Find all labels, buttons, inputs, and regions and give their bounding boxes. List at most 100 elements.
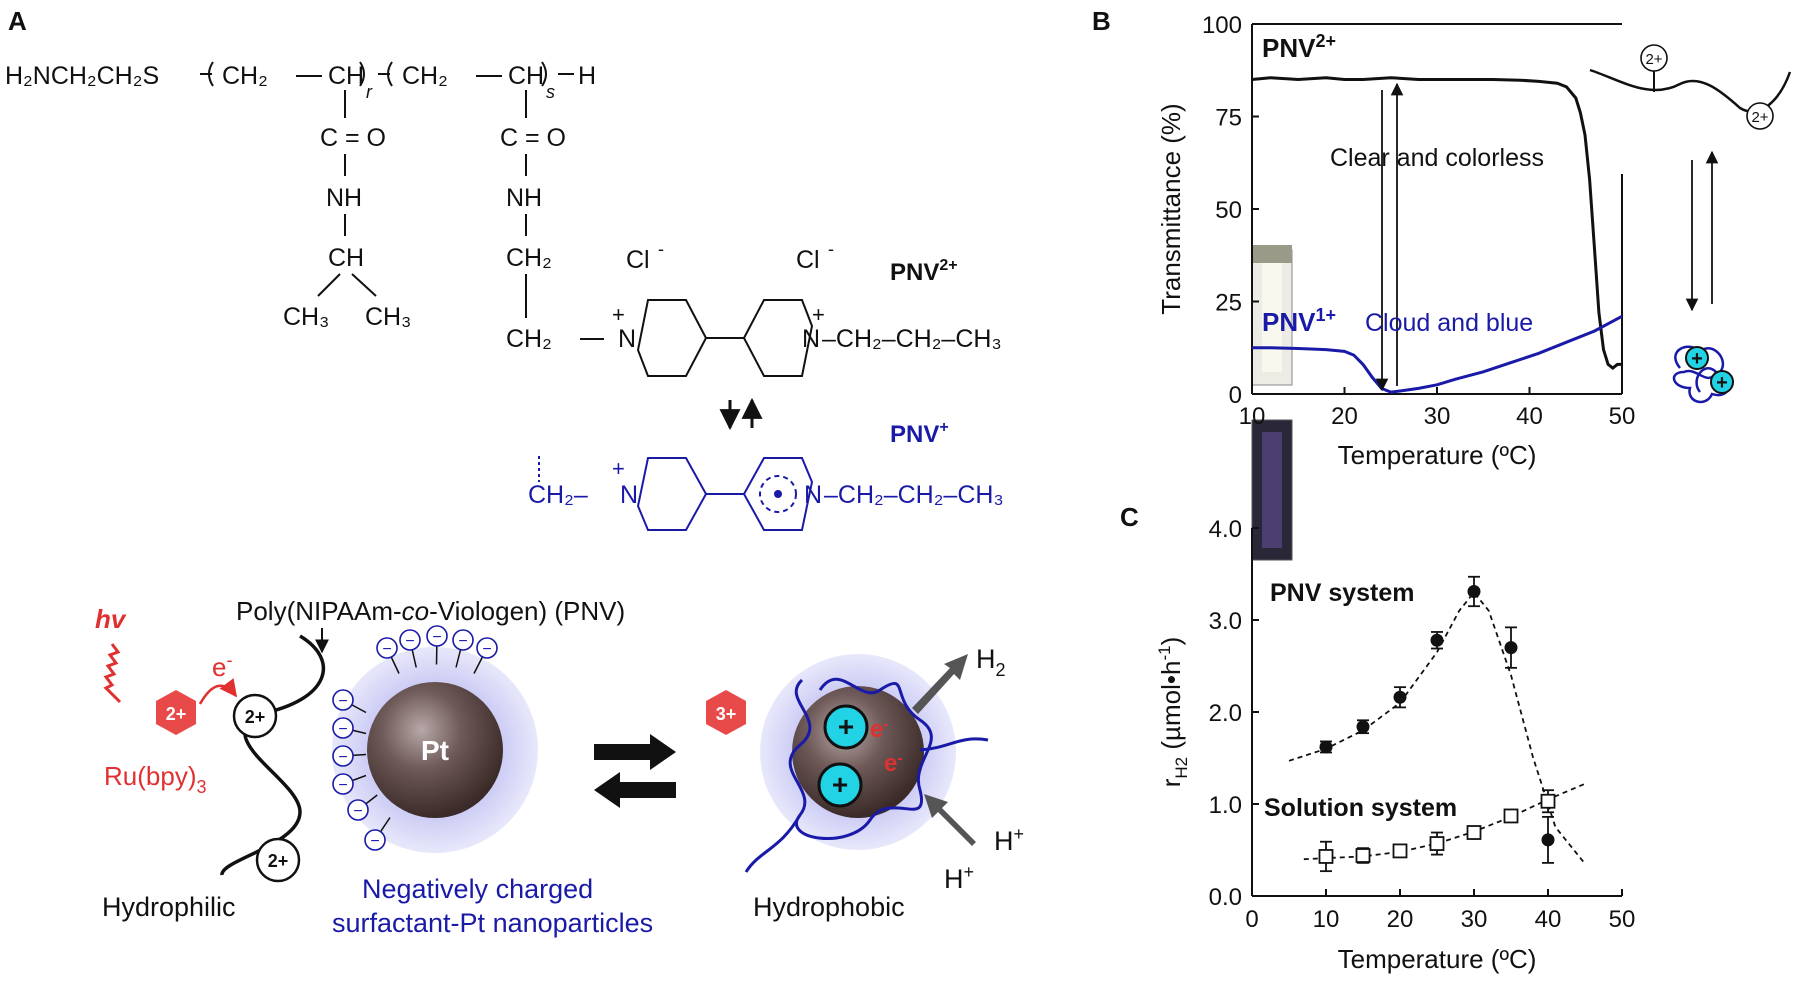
chemical-structure: H₂NCH₂CH₂S CH₂ CH r CH₂ CH s H C = O NH … [5, 61, 1004, 531]
amide-left: NH [326, 184, 362, 212]
unit-s-ch2: CH₂ [402, 62, 448, 90]
pnv-fit-curve [1288, 590, 1586, 865]
h2-label: H2 [976, 644, 1006, 680]
pyridine-ring-1 [636, 299, 708, 377]
ru-charge: 2+ [166, 704, 187, 724]
x-tick-label: 20 [1387, 906, 1414, 933]
methyl-left: CH₃ [283, 303, 329, 331]
pnv2-label: PNV2+ [890, 257, 958, 286]
legend-pnv1: PNV1+ [1262, 305, 1336, 337]
y-axis-title: rH2 (µmol•h-1) [1155, 637, 1191, 788]
y-tick-label: 75 [1215, 105, 1242, 132]
ru-label: Ru(bpy)3 [104, 761, 207, 797]
panel-label-c: C [1120, 502, 1139, 532]
proton-arrow [924, 794, 976, 846]
electron-1: e- [870, 716, 889, 743]
ethylene-ch2-b: CH₂ [506, 325, 552, 353]
pt-label: Pt [421, 735, 449, 766]
chain-charge-b-label: 2+ [1751, 109, 1768, 126]
chain-charge-a [1640, 44, 1668, 72]
polymer-label: Poly(NIPAAm-co-Viologen) (PNV) [236, 596, 625, 626]
collapsed-cation-b [1710, 370, 1734, 394]
x-tick-label: 50 [1609, 403, 1636, 430]
np-label-line2: surfactant-Pt nanoparticles [332, 908, 653, 938]
subscript-s: s [546, 82, 555, 102]
chain-charge-b [1746, 102, 1774, 130]
hv-label: hv [95, 604, 127, 634]
light-wave-icon [103, 643, 122, 704]
series-pnv2-line [1251, 76, 1622, 371]
surfactant-head [376, 637, 398, 659]
surfactant-head [347, 799, 369, 821]
ru-complex-hexagon [156, 690, 196, 735]
n-plus-2: + [812, 302, 825, 327]
x-tick-label: 10 [1239, 403, 1266, 430]
pnv-data-point [1430, 633, 1444, 647]
panel-label-a: A [8, 6, 27, 36]
electron-2: e- [884, 750, 903, 777]
solution-data-point [1429, 836, 1445, 851]
ru3-charge: 3+ [716, 704, 737, 724]
pnv-data-point [1467, 584, 1481, 598]
pnv-data-point [1356, 720, 1370, 734]
unit-r-ch2: CH₂ [222, 62, 268, 90]
electron-transfer-arrow [198, 678, 238, 705]
x-tick-label: 40 [1535, 906, 1562, 933]
viologen-site-1 [232, 693, 278, 739]
x-tick-label: 30 [1424, 403, 1451, 430]
surfactant-minus: − [338, 693, 347, 710]
surfactant-head [332, 717, 354, 739]
cation-plus-2: + [832, 769, 848, 800]
collapsed-cation-b-label: + [1716, 372, 1728, 394]
pyridine-ring-2 [742, 299, 814, 377]
surfactant-minus: − [353, 803, 362, 820]
reduced-n-1: N [620, 481, 638, 509]
collapsed-cation-a-label: + [1691, 348, 1703, 370]
x-axis-title: Temperature (ºC) [1338, 944, 1537, 974]
annotation-clear: Clear and colorless [1330, 144, 1544, 172]
surfactant-minus: − [482, 641, 491, 658]
pnv1-label: PNV+ [890, 419, 949, 448]
viologen-site-2 [255, 837, 301, 883]
y-tick-label: 100 [1202, 12, 1242, 39]
n-atom-2: N [802, 325, 820, 353]
electron-label: e- [212, 650, 232, 682]
bracket-close-r [359, 61, 365, 87]
surfactant-minus: − [382, 641, 391, 658]
surfactant-minus: − [370, 833, 379, 850]
methyl-right: CH₃ [365, 303, 411, 331]
subscript-r: r [366, 82, 373, 102]
proton-label-2: H+ [994, 824, 1024, 856]
forward-arrow [594, 734, 676, 770]
surfactant-minus: − [432, 629, 441, 646]
ru3-hexagon [706, 690, 746, 735]
y-tick-label: 25 [1215, 290, 1242, 317]
solution-data-point [1540, 793, 1556, 809]
chain-charge-a-label: 2+ [1645, 51, 1662, 68]
y-tick-label: 2.0 [1209, 700, 1242, 727]
amide-right: NH [506, 184, 542, 212]
pt-core [367, 682, 503, 818]
proton-label-1: H+ [944, 862, 974, 894]
viologen-charge-2: 2+ [268, 851, 289, 871]
surfactant-head [452, 629, 474, 651]
chloride-2: Cl [796, 246, 820, 274]
x-tick-label: 20 [1331, 403, 1358, 430]
panel-label-b: B [1092, 6, 1111, 36]
extended-chain [1589, 68, 1792, 113]
series-pnv1-line [1252, 314, 1623, 394]
ethylene-ch2-a: CH₂ [506, 244, 552, 272]
x-tick-label: 40 [1516, 403, 1543, 430]
surfactant-head [332, 773, 354, 795]
chloride-2-charge: - [828, 239, 834, 259]
y-tick-label: 0 [1229, 382, 1242, 409]
y-tick-label: 0.0 [1209, 884, 1242, 911]
hydrophilic-label: Hydrophilic [102, 892, 236, 922]
solution-data-point [1318, 849, 1334, 864]
pnv-data-point [1541, 833, 1555, 847]
reduced-ring-1 [636, 457, 708, 531]
y-tick-label: 1.0 [1209, 792, 1242, 819]
unit-s-ch: CH [508, 62, 544, 90]
